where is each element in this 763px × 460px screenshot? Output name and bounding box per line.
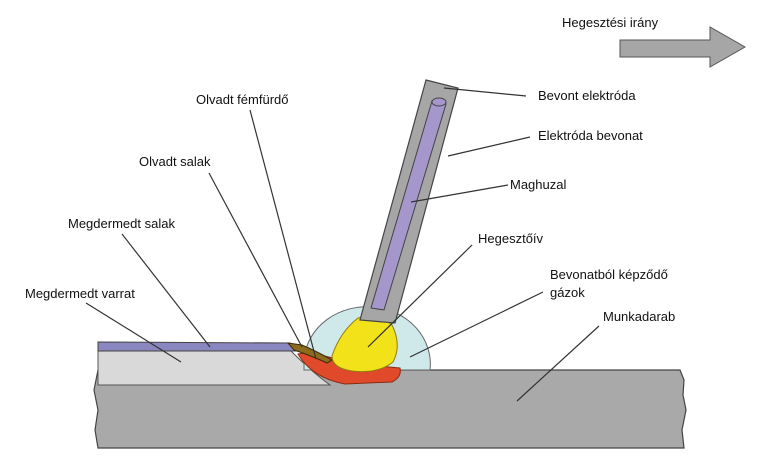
direction-arrow <box>619 26 747 68</box>
leader-core-wire <box>410 184 509 203</box>
core-wire-end <box>431 97 447 107</box>
weld-bead <box>97 349 332 386</box>
arc <box>331 316 398 373</box>
solid-slag <box>97 341 302 352</box>
workpiece <box>93 369 687 449</box>
label-electrode-coating: Elektróda bevonat <box>538 128 643 143</box>
label-workpiece: Munkadarab <box>603 309 675 324</box>
label-coated-electrode: Bevont elektróda <box>538 88 636 103</box>
label-solid-slag: Megdermedt salak <box>68 216 175 231</box>
label-arc: Hegesztőív <box>478 231 544 246</box>
label-solid-weld: Megdermedt varrat <box>25 286 135 301</box>
leader-workpiece <box>516 325 600 402</box>
label-core-wire: Maghuzal <box>510 177 566 192</box>
leader-lines <box>85 87 600 402</box>
leader-molten-slag <box>208 172 303 348</box>
label-gases-line1: Bevonatból képződő <box>550 267 668 282</box>
molten-slag <box>286 342 333 364</box>
label-molten-slag: Olvadt salak <box>139 154 211 169</box>
leader-solid-slag <box>121 233 211 348</box>
label-gases-line2: gázok <box>550 285 585 300</box>
core-wire <box>370 100 447 311</box>
leader-solid-weld <box>85 302 182 363</box>
leader-coated-electrode <box>443 87 527 97</box>
leader-molten-pool <box>249 109 317 360</box>
leader-gases <box>409 291 544 358</box>
leader-arc <box>367 244 473 348</box>
label-molten-pool: Olvadt fémfürdő <box>196 92 289 107</box>
direction-label: Hegesztési irány <box>562 15 659 30</box>
leader-electrode-coating <box>447 136 531 157</box>
